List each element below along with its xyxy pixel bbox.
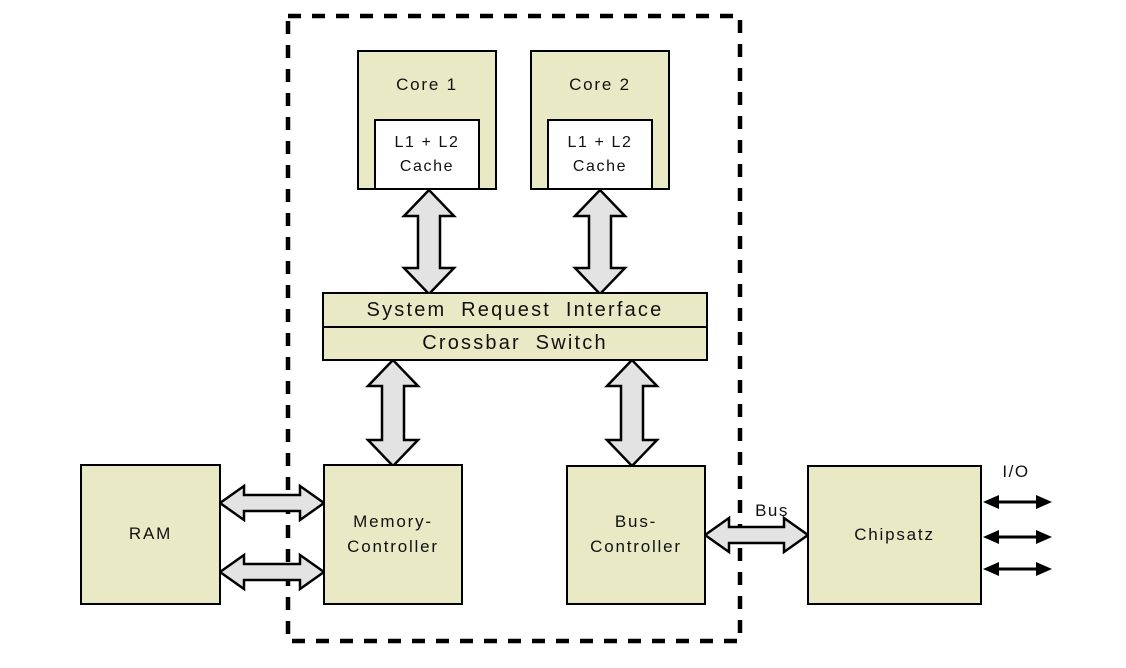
bus-controller-line1: Bus-	[614, 512, 658, 532]
memory-controller-box: Memory- Controller	[323, 464, 463, 605]
arrow-bus-controller-to-chipset	[702, 515, 811, 555]
io-arrow-2-right-head	[1036, 530, 1052, 544]
io-arrow-3-left-head	[983, 562, 999, 576]
core1-cache-line2: Cache	[399, 157, 455, 175]
crossbar-switch-box: Crossbar Switch	[322, 326, 708, 361]
interconnect-stack: System Request Interface Crossbar Switch	[322, 292, 708, 361]
core2-cache-line2: Cache	[572, 157, 628, 175]
io-arrows	[983, 495, 1052, 576]
arrow-core1-to-sri	[401, 188, 457, 296]
core2-label: Core 2	[569, 74, 631, 94]
io-arrow-2-left-head	[983, 530, 999, 544]
cpu-die-dashed-boundary	[285, 13, 743, 644]
io-arrow-1-right-head	[1036, 495, 1052, 509]
core1-label: Core 1	[396, 74, 458, 94]
arrow-core2-to-sri	[572, 188, 628, 296]
ram-box: RAM	[80, 464, 221, 605]
core1-cache-box: L1 + L2 Cache	[374, 119, 480, 190]
arrow-ram-memory-lower	[217, 552, 327, 592]
core2-cache-line1: L1 + L2	[567, 133, 633, 151]
chipset-label: Chipsatz	[854, 524, 935, 544]
core2-box: Core 2 L1 + L2 Cache	[530, 50, 670, 190]
core1-cache-line1: L1 + L2	[394, 133, 460, 151]
bus-label: Bus	[755, 501, 789, 520]
core2-cache-box: L1 + L2 Cache	[547, 119, 653, 190]
io-label: I/O	[1002, 462, 1030, 481]
bus-controller-line2: Controller	[590, 537, 682, 556]
bus-controller-box: Bus- Controller	[566, 465, 706, 605]
core1-box: Core 1 L1 + L2 Cache	[357, 50, 497, 190]
chipset-box: Chipsatz	[807, 465, 982, 605]
arrow-ram-memory-upper	[217, 483, 327, 523]
io-arrow-3-right-head	[1036, 562, 1052, 576]
io-arrow-1-left-head	[983, 495, 999, 509]
memory-controller-line1: Memory-	[353, 511, 433, 531]
system-request-interface-box: System Request Interface	[322, 292, 708, 328]
ram-label: RAM	[128, 524, 173, 544]
crossbar-switch-label: Crossbar Switch	[422, 332, 608, 354]
system-request-interface-label: System Request Interface	[366, 298, 664, 321]
arrow-crossbar-to-bus-controller	[604, 358, 660, 468]
memory-controller-line2: Controller	[347, 536, 439, 556]
arrow-crossbar-to-memory-controller	[365, 358, 421, 468]
